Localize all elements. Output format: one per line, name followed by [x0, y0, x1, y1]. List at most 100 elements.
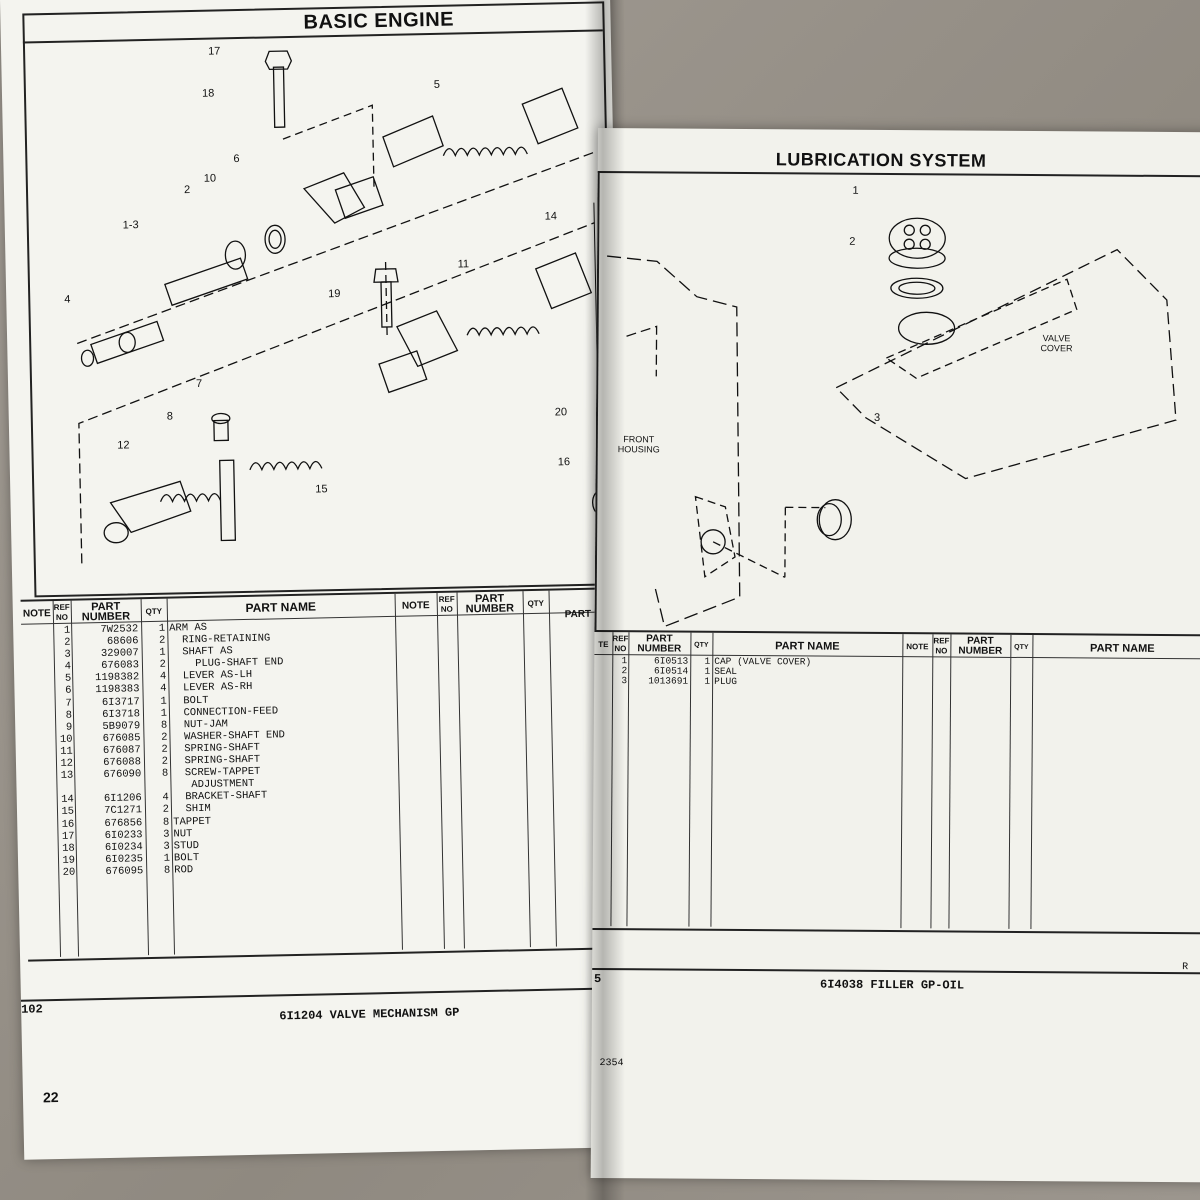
table-cell: 676090 — [103, 768, 142, 782]
valve-mechanism-diagram — [76, 50, 603, 564]
footer-title: 6I4038 FILLER GP-OIL — [819, 977, 965, 993]
col-qty: QTY — [145, 606, 163, 617]
table-cell — [144, 780, 168, 793]
table-cell: 1198383 — [95, 683, 140, 697]
callout-16: 16 — [557, 456, 571, 469]
col-part-number-2: PART NUMBER — [465, 592, 515, 616]
table-cell: 1 — [704, 675, 711, 687]
table-cell: 8 — [160, 719, 168, 732]
left-page: BASIC ENGINE — [0, 0, 635, 1160]
table-row: 18 — [62, 842, 75, 855]
col-part-number: PART NUMBER — [637, 633, 682, 655]
col-ref-no: REF NO — [53, 602, 70, 622]
table-cell: 4 — [159, 671, 167, 684]
col-part-name-2: PART NAME — [1090, 642, 1155, 655]
col-part-number: PART NUMBER — [81, 600, 131, 624]
table-cell: 6I0234 — [104, 840, 143, 854]
table-cell: 4 — [160, 683, 167, 696]
table-row: 7 — [65, 697, 72, 710]
callout-1-3: 1-3 — [122, 219, 139, 232]
table-cell: 2 — [159, 658, 167, 672]
col-ref-no-2: REF NO — [438, 594, 455, 614]
table-row: 8 — [65, 709, 73, 722]
table-row: 13 — [60, 769, 74, 783]
table-cell: 1 — [163, 852, 171, 865]
table-row — [56, 782, 73, 794]
right-page: LUBRICATION SYSTEM — [590, 128, 1200, 1183]
table-row: 2 — [64, 636, 71, 649]
table-row: 9 — [65, 721, 73, 734]
col-note-2: NOTE — [401, 600, 430, 612]
footer-mark: R — [1182, 962, 1189, 974]
qty-column: 1 1 1 — [690, 656, 711, 687]
table-cell: 2 — [161, 731, 168, 744]
callout-11: 11 — [457, 258, 470, 271]
col-note: NOTE — [22, 608, 51, 620]
col-part-name: PART NAME — [245, 599, 317, 615]
table-row: 12 — [60, 757, 74, 770]
callout-12: 12 — [117, 439, 130, 452]
callout-10: 10 — [203, 172, 217, 185]
col-part-name: PART NAME — [775, 640, 840, 653]
table-row: 14 — [61, 793, 74, 807]
table-cell: 1 — [160, 707, 168, 720]
col-ref-no-2: REF NO — [933, 636, 950, 656]
callout-19: 19 — [328, 287, 341, 301]
table-cell: PLUG — [714, 675, 737, 687]
table-cell: 2 — [161, 743, 168, 756]
oil-filler-diagram — [607, 217, 1177, 628]
callout-18: 18 — [201, 87, 215, 100]
table-row: 4 — [64, 660, 72, 674]
table-row: 20 — [62, 866, 76, 879]
table-row: 3 — [64, 648, 71, 661]
table-cell: 2 — [162, 804, 170, 817]
part-number-column: 6I0513 6I0514 1013691 — [628, 655, 689, 687]
table-cell: 676095 — [105, 865, 144, 878]
table-cell: 1013691 — [648, 675, 689, 687]
table-cell: 2 — [159, 634, 166, 647]
parts-table: NOTE REF NO PART NUMBER QTY PART NAME NO… — [20, 587, 629, 962]
table-row: 19 — [62, 854, 76, 867]
part-name-column: ARM AS RING-RETAINING SHAFT AS PLUG-SHAF… — [169, 618, 398, 877]
col-part-number-2: PART NUMBER — [958, 635, 1003, 657]
table-cell: CAP (VALVE COVER) — [714, 655, 812, 668]
table-cell: 8 — [162, 816, 170, 829]
part-name-column: CAP (VALVE COVER) SEAL PLUG — [714, 655, 900, 688]
col-qty-2: QTY — [1014, 643, 1029, 652]
callout-15: 15 — [315, 483, 328, 496]
table-row: 5 — [64, 673, 72, 686]
table-row: 11 — [60, 745, 73, 758]
table-row: 10 — [59, 733, 73, 746]
page-title: LUBRICATION SYSTEM — [775, 149, 987, 171]
page-title: BASIC ENGINE — [303, 8, 455, 34]
table-row: 15 — [61, 806, 75, 819]
table-cell: 3 — [163, 840, 170, 853]
table-row: 16 — [61, 818, 75, 831]
callout-1: 1 — [852, 184, 859, 197]
callout-7: 7 — [195, 377, 203, 390]
footer-code: 102 — [21, 1002, 43, 1017]
table-cell: 8 — [161, 767, 169, 780]
footer-rule — [592, 967, 1200, 975]
table-cell: 676856 — [104, 816, 143, 830]
parts-table: TE REF NO PART NUMBER QTY PART NAME NOTE… — [592, 629, 1200, 935]
page-number: 22 — [42, 1089, 59, 1106]
table-row: 17 — [61, 830, 75, 843]
callout-17: 17 — [208, 45, 221, 58]
table-cell: 4 — [162, 791, 169, 805]
table-cell: 6I0233 — [104, 828, 143, 842]
callout-8: 8 — [166, 410, 174, 423]
table-cell: 1 — [158, 622, 166, 635]
part-number-column: 7W2532 68606 329007 676083 1198382 11983… — [71, 623, 143, 878]
callout-6: 6 — [233, 153, 240, 166]
col-note-2: NOTE — [906, 642, 929, 652]
col-qty-2: QTY — [527, 598, 545, 609]
col-qty: QTY — [694, 641, 709, 649]
callout-3: 3 — [873, 411, 881, 424]
table-cell: 6I3717 — [101, 695, 140, 709]
callout-20: 20 — [554, 406, 568, 419]
table-cell: 1 — [159, 646, 166, 659]
callout-4: 4 — [64, 293, 71, 306]
qty-column: 1 2 1 2 4 4 1 1 8 2 2 2 8 4 2 8 3 3 1 8 — [141, 622, 171, 877]
footer-rule — [20, 987, 631, 1002]
